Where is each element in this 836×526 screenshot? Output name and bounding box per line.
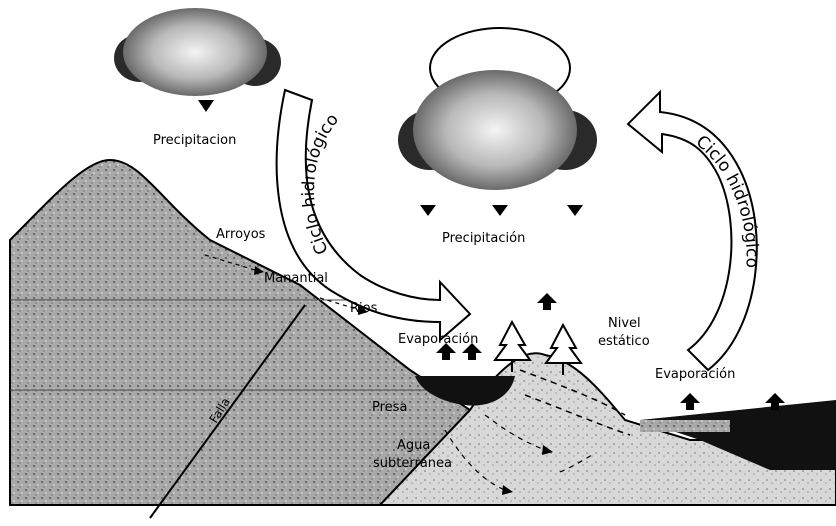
rios-label: Rios: [350, 301, 378, 316]
lake-right-shore: [640, 420, 730, 432]
evap-tree-arrow-icon: [537, 293, 557, 310]
manantial-label: Manantial: [264, 271, 328, 286]
precip-center-label: Precipitación: [442, 231, 525, 246]
cloud-left-icon: [114, 8, 281, 96]
subterranea-label: subterránea: [373, 456, 452, 471]
arroyos-label: Arroyos: [216, 227, 266, 242]
cloud-center-icon: [398, 28, 597, 190]
precip-left-label: Precipitacion: [153, 133, 236, 148]
estatico-label: estático: [598, 334, 650, 349]
evap-center-label: Evaporación: [398, 332, 478, 347]
nivel-label: Nivel: [608, 316, 641, 331]
cycle-arrow-right: [628, 92, 757, 370]
precip-left-arrow-icon: [198, 100, 214, 112]
presa-label: Presa: [372, 400, 407, 415]
agua-label: Agua: [397, 438, 430, 453]
evap-right-label: Evaporación: [655, 367, 735, 382]
precip-center-arrows: [420, 205, 583, 216]
